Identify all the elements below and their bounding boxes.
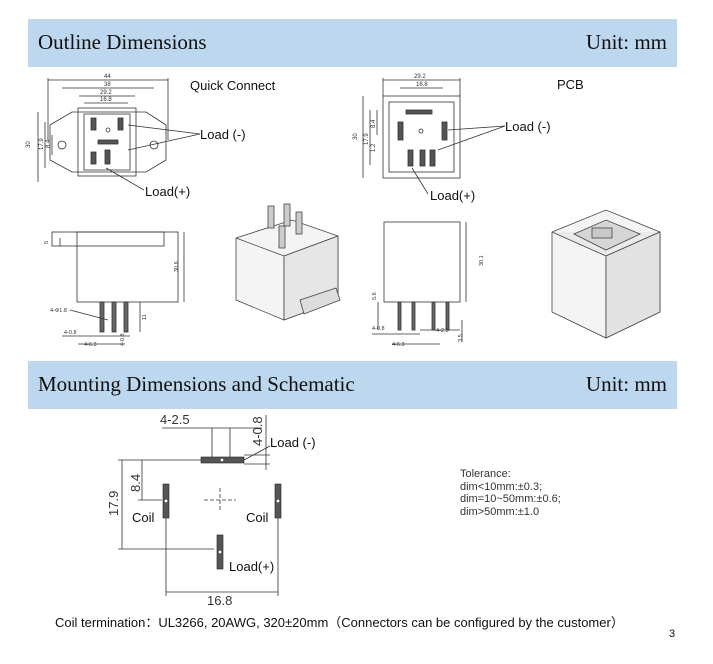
quick-connect-label: Quick Connect <box>190 78 276 93</box>
pcb-dim-30: 30 <box>353 133 359 140</box>
mount-dim-pin: 4-0.8 <box>250 416 265 446</box>
qc-dim-84: 8.4 <box>46 139 52 148</box>
mount-load-plus-label: Load(+) <box>229 559 275 574</box>
qc-load-plus-label: Load(+) <box>145 184 191 199</box>
qc-dim-17: 17.9 <box>39 138 45 150</box>
pcb-dim-12: 1.2 <box>371 143 377 152</box>
pcb-side-dim-w63: 4-6.3 <box>392 342 405 348</box>
mounting-section-header: Mounting Dimensions and Schematic Unit: … <box>28 361 677 409</box>
mount-dim-168: 16.8 <box>207 593 232 608</box>
pcb-dim-16: 16.8 <box>416 82 428 88</box>
section-unit: Unit: mm <box>585 372 667 396</box>
qc-load-minus-label: Load (-) <box>200 127 246 142</box>
section-title: Outline Dimensions <box>38 30 207 54</box>
qc-dim-16: 16.8 <box>100 97 112 103</box>
pcb-dim-84: 8.4 <box>371 119 377 128</box>
qc-dim-29: 29.2 <box>100 90 112 96</box>
qc-side-dim-5: 5 <box>44 241 50 244</box>
mount-coil-right-label: Coil <box>246 510 269 525</box>
section-title: Mounting Dimensions and Schematic <box>38 372 355 396</box>
qc-dim-38: 38 <box>104 82 111 88</box>
mount-dim-179: 17.9 <box>106 491 121 516</box>
pcb-side-dim-301: 30.1 <box>479 255 485 266</box>
pcb-side-dim-56: 5.6 <box>372 292 378 300</box>
coil-termination-note: Coil termination：UL3266, 20AWG, 320±20mm… <box>55 615 624 630</box>
pcb-dim-29: 29.2 <box>414 74 426 80</box>
mount-load-minus-label: Load (-) <box>270 435 316 450</box>
qc-side-dim-w63: 4-6.3 <box>84 342 97 348</box>
qc-side-dim-w08: 4-0.8 <box>64 330 77 336</box>
qc-dim-44: 44 <box>104 74 111 80</box>
pcb-side-dim-h35: 3.5 <box>458 334 464 342</box>
qc-side-dim-pins: 4-Φ1.8 <box>50 308 67 314</box>
qc-side-dim-h08: 4-0.8 <box>120 333 126 346</box>
qc-dim-30: 30 <box>26 141 32 148</box>
pcb-load-minus-label: Load (-) <box>505 119 551 134</box>
mount-dim-84: 8.4 <box>128 474 143 492</box>
pcb-load-plus-label: Load(+) <box>430 188 476 203</box>
pcb-side-dim-w08: 4-0.8 <box>372 326 385 332</box>
qc-side-dim-h11: 11 <box>142 314 148 320</box>
outline-section-header: Outline Dimensions Unit: mm <box>28 19 677 67</box>
mount-dim-top: 4-2.5 <box>160 412 190 427</box>
qc-side-dim-306: 30.6 <box>174 261 180 272</box>
tolerance-note: Tolerance: dim<10mm:±0.3; dim=10~50mm:±0… <box>460 468 561 518</box>
section-unit: Unit: mm <box>585 30 667 54</box>
pcb-dim-17: 17.9 <box>364 133 370 145</box>
mount-coil-left-label: Coil <box>132 510 155 525</box>
page-number: 3 <box>669 628 676 640</box>
pcb-label: PCB <box>557 77 584 92</box>
pcb-side-dim-w25: 4-2.5 <box>436 328 449 334</box>
